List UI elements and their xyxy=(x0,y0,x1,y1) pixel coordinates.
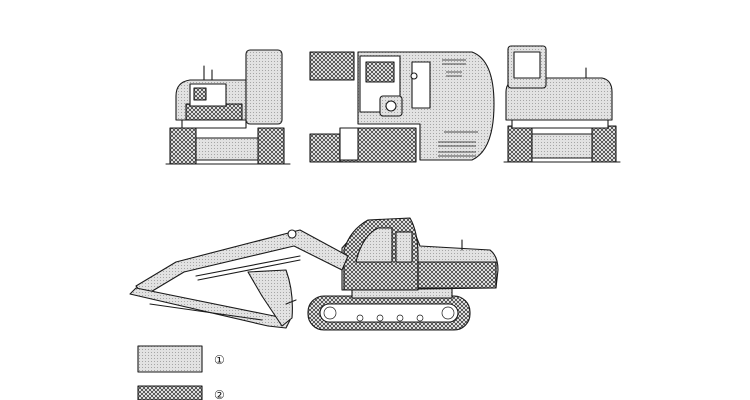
legend-label-2: ② xyxy=(214,388,225,400)
legend: ① ② xyxy=(137,345,225,400)
front-view xyxy=(503,45,621,163)
legend-swatch-crosshatch xyxy=(137,385,203,400)
legend-swatch-light xyxy=(137,345,203,373)
rear-undercarriage xyxy=(195,137,259,161)
top-left-track-top xyxy=(309,51,355,81)
rear-left-track xyxy=(169,127,197,165)
rear-boom-block xyxy=(245,49,283,125)
side-boom xyxy=(135,229,349,297)
legend-item-2: ② xyxy=(137,385,225,400)
top-view xyxy=(309,51,495,163)
rear-view xyxy=(165,49,291,165)
front-right-track xyxy=(591,125,617,163)
side-crawler-track xyxy=(307,295,471,331)
side-counterweight xyxy=(417,261,497,289)
side-bucket xyxy=(247,269,293,327)
legend-label-1: ① xyxy=(214,353,225,367)
rear-right-track xyxy=(257,127,285,165)
front-left-track xyxy=(507,125,533,163)
side-view xyxy=(129,217,499,331)
top-grille-marks xyxy=(438,59,478,157)
legend-item-1: ① xyxy=(137,345,225,373)
